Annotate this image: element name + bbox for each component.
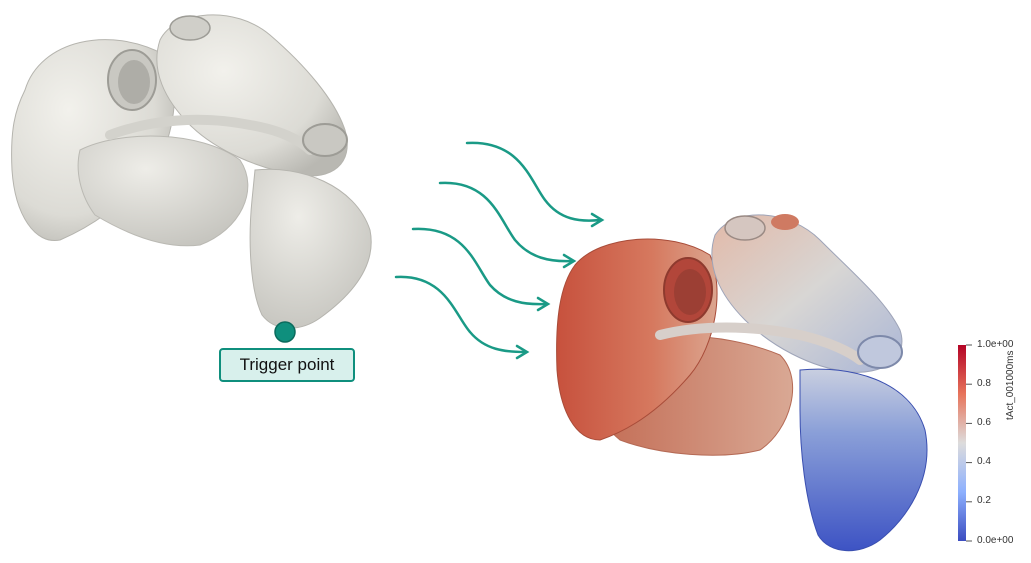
early-activation-ventricle: [800, 369, 927, 551]
trigger-point-marker: [275, 322, 295, 342]
activation-vessel-opening: [858, 336, 902, 368]
colorbar-tick-label: 0.6: [977, 417, 991, 428]
untreated-heart-mesh: [12, 15, 372, 328]
arrow-4: [396, 277, 525, 352]
colorbar-tick-label: 0.0e+00: [977, 535, 1013, 546]
activation-top-bulge: [771, 214, 799, 230]
arrow-3: [413, 229, 546, 304]
colorbar: [958, 345, 966, 541]
colorbar-tick-label: 0.4: [977, 456, 991, 467]
colorbar-tick-label: 0.2: [977, 495, 991, 506]
activation-top-opening: [725, 216, 765, 240]
colorbar-tick-label: 0.8: [977, 378, 991, 389]
activation-atrial-opening-inner: [674, 269, 706, 315]
atrial-opening-inner: [118, 60, 150, 104]
colorbar-tick-marks: [966, 345, 972, 541]
ventricle: [250, 169, 371, 328]
central-body: [78, 136, 248, 246]
vessel-opening: [303, 124, 347, 156]
activation-heart-mesh: [557, 214, 927, 551]
arrow-2: [440, 183, 572, 261]
arrow-1: [467, 143, 600, 221]
top-opening: [170, 16, 210, 40]
trigger-point-label: Trigger point: [219, 348, 355, 382]
colorbar-title: tAct_001000ms: [1005, 340, 1019, 420]
